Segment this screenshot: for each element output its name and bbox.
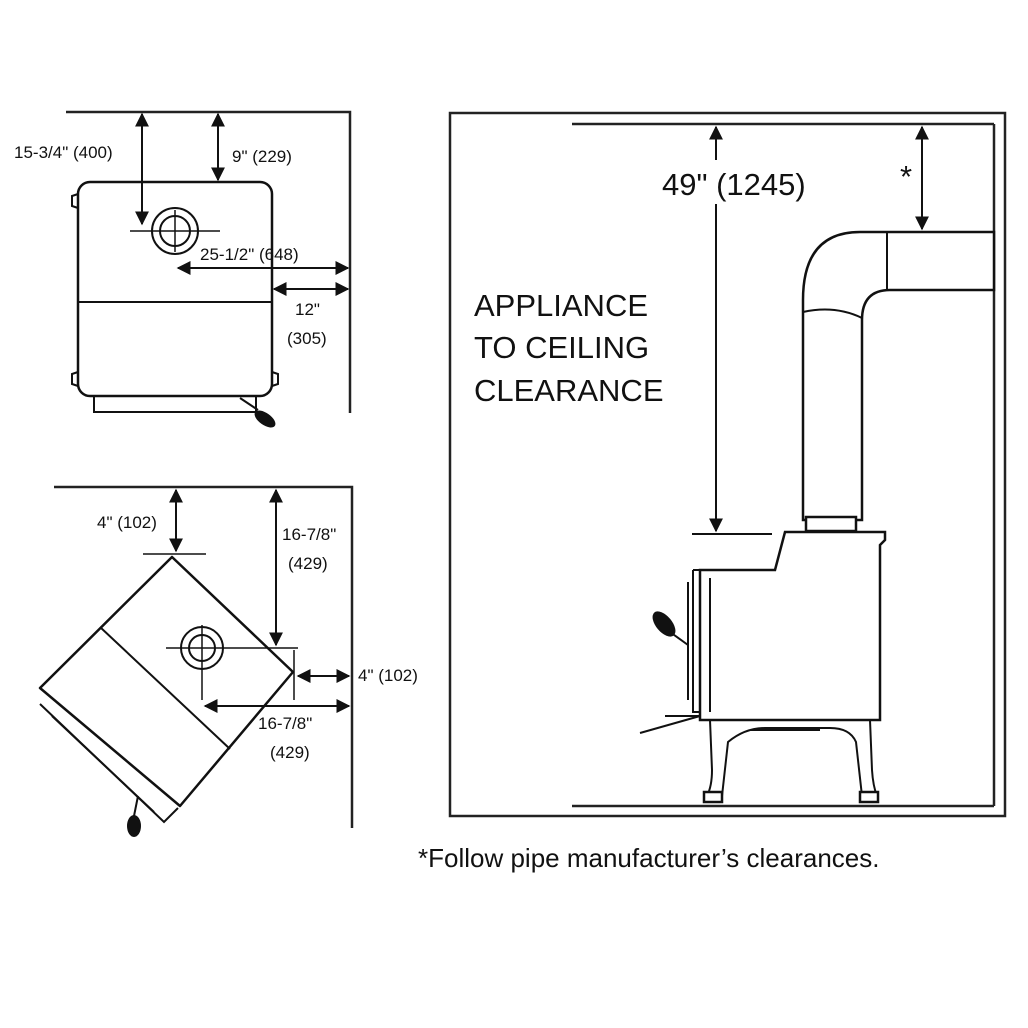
stove-hinge-left-upper: [71, 193, 79, 209]
corner-side-to-pipe-inch-label: 16-7/8": [258, 714, 312, 733]
corner-rear-to-pipe-inch-label: 16-7/8": [282, 525, 336, 544]
stove-hinge-right: [271, 371, 279, 387]
rear-and-side-wall: [66, 110, 352, 413]
pipe-clearance-asterisk: *: [900, 159, 912, 194]
door-handle-icon: [652, 611, 689, 646]
corner-side-to-pipe-mm-label: (429): [270, 743, 310, 762]
clearance-label-line-2: TO CEILING: [474, 330, 649, 365]
corner-rear-clearance-label: 4" (102): [97, 513, 157, 532]
ash-handle-icon: [639, 715, 701, 734]
flue-collar-icon: [130, 207, 220, 255]
side-view-diagram: 49" (1245) * APPLIANCE TO CEILING CLEARA…: [448, 111, 1007, 818]
stove-top-outline: [76, 180, 274, 398]
corner-flue-collar-icon: [166, 625, 298, 700]
side-clearance-mm-label: (305): [287, 329, 327, 348]
side-to-pipe-label: 25-1/2" (648): [200, 245, 299, 264]
rotated-stove-outline: [38, 555, 295, 824]
clearance-label-line-3: CLEARANCE: [474, 373, 664, 408]
ceiling-dimension-label: 49" (1245): [662, 167, 806, 202]
clearance-label-line-1: APPLIANCE: [474, 288, 648, 323]
rear-to-pipe-label: 15-3/4" (400): [14, 143, 113, 162]
footnote: *Follow pipe manufacturer’s clearances.: [418, 843, 880, 873]
stove-side-elevation: [687, 530, 887, 804]
corner-rear-to-pipe-mm-label: (429): [288, 554, 328, 573]
chimney-pipe: [801, 230, 996, 533]
room-frame: [448, 111, 1007, 818]
side-clearance-inch-label: 12": [295, 300, 320, 319]
corner-stove-handle-icon: [127, 795, 141, 837]
stove-hinge-left-lower: [71, 371, 79, 387]
corner-walls: [54, 485, 354, 828]
rear-clearance-label: 9" (229): [232, 147, 292, 166]
stove-handle-icon: [239, 397, 276, 428]
stove-ash-lip: [93, 396, 257, 413]
corner-side-clearance-label: 4" (102): [358, 666, 418, 685]
top-view-diagram: 15-3/4" (400) 9" (229) 25-1/2" (648) 12"…: [14, 110, 352, 428]
corner-view-diagram: 4" (102) 16-7/8" (429) 4" (102) 16-7/8" …: [38, 485, 418, 837]
